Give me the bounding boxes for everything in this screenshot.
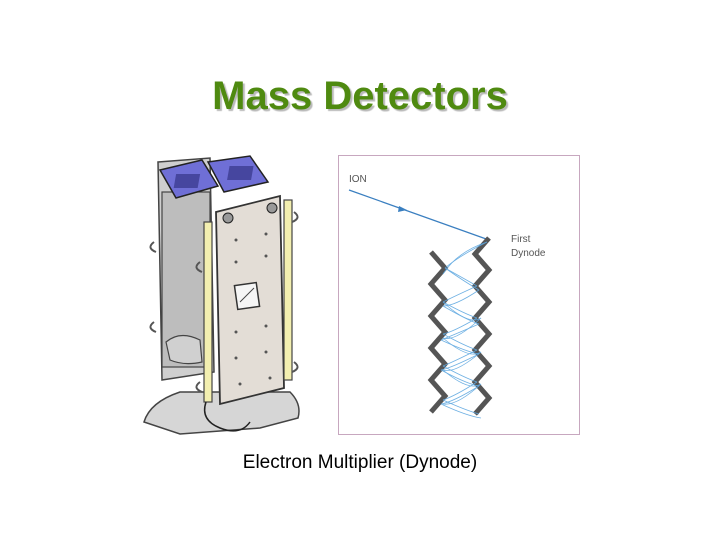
front-window xyxy=(233,281,261,311)
ion-arrow xyxy=(398,206,407,212)
dynode-schematic-panel: ION First Dynode xyxy=(338,155,580,435)
dynode-label-line2: Dynode xyxy=(511,248,546,259)
grid-mesh-left xyxy=(173,174,201,188)
wire xyxy=(203,401,251,432)
left-rod xyxy=(203,221,213,403)
right-rod xyxy=(283,199,293,381)
electron-multiplier-illustration xyxy=(140,152,310,442)
ion-path xyxy=(348,189,490,241)
screw xyxy=(222,212,234,224)
screw xyxy=(266,202,278,214)
figure-caption: Electron Multiplier (Dynode) xyxy=(242,452,478,473)
dynode-chain-right xyxy=(471,236,493,416)
grid-mesh-right xyxy=(227,166,254,180)
dynode-chain-left xyxy=(427,250,449,414)
slide-title: Mass Detectors xyxy=(212,74,508,118)
ion-label: ION xyxy=(349,174,367,185)
dynode-label-line1: First xyxy=(511,234,531,245)
lower-mount xyxy=(165,334,203,365)
electron-cascade xyxy=(440,241,488,419)
base-flange xyxy=(143,391,300,435)
